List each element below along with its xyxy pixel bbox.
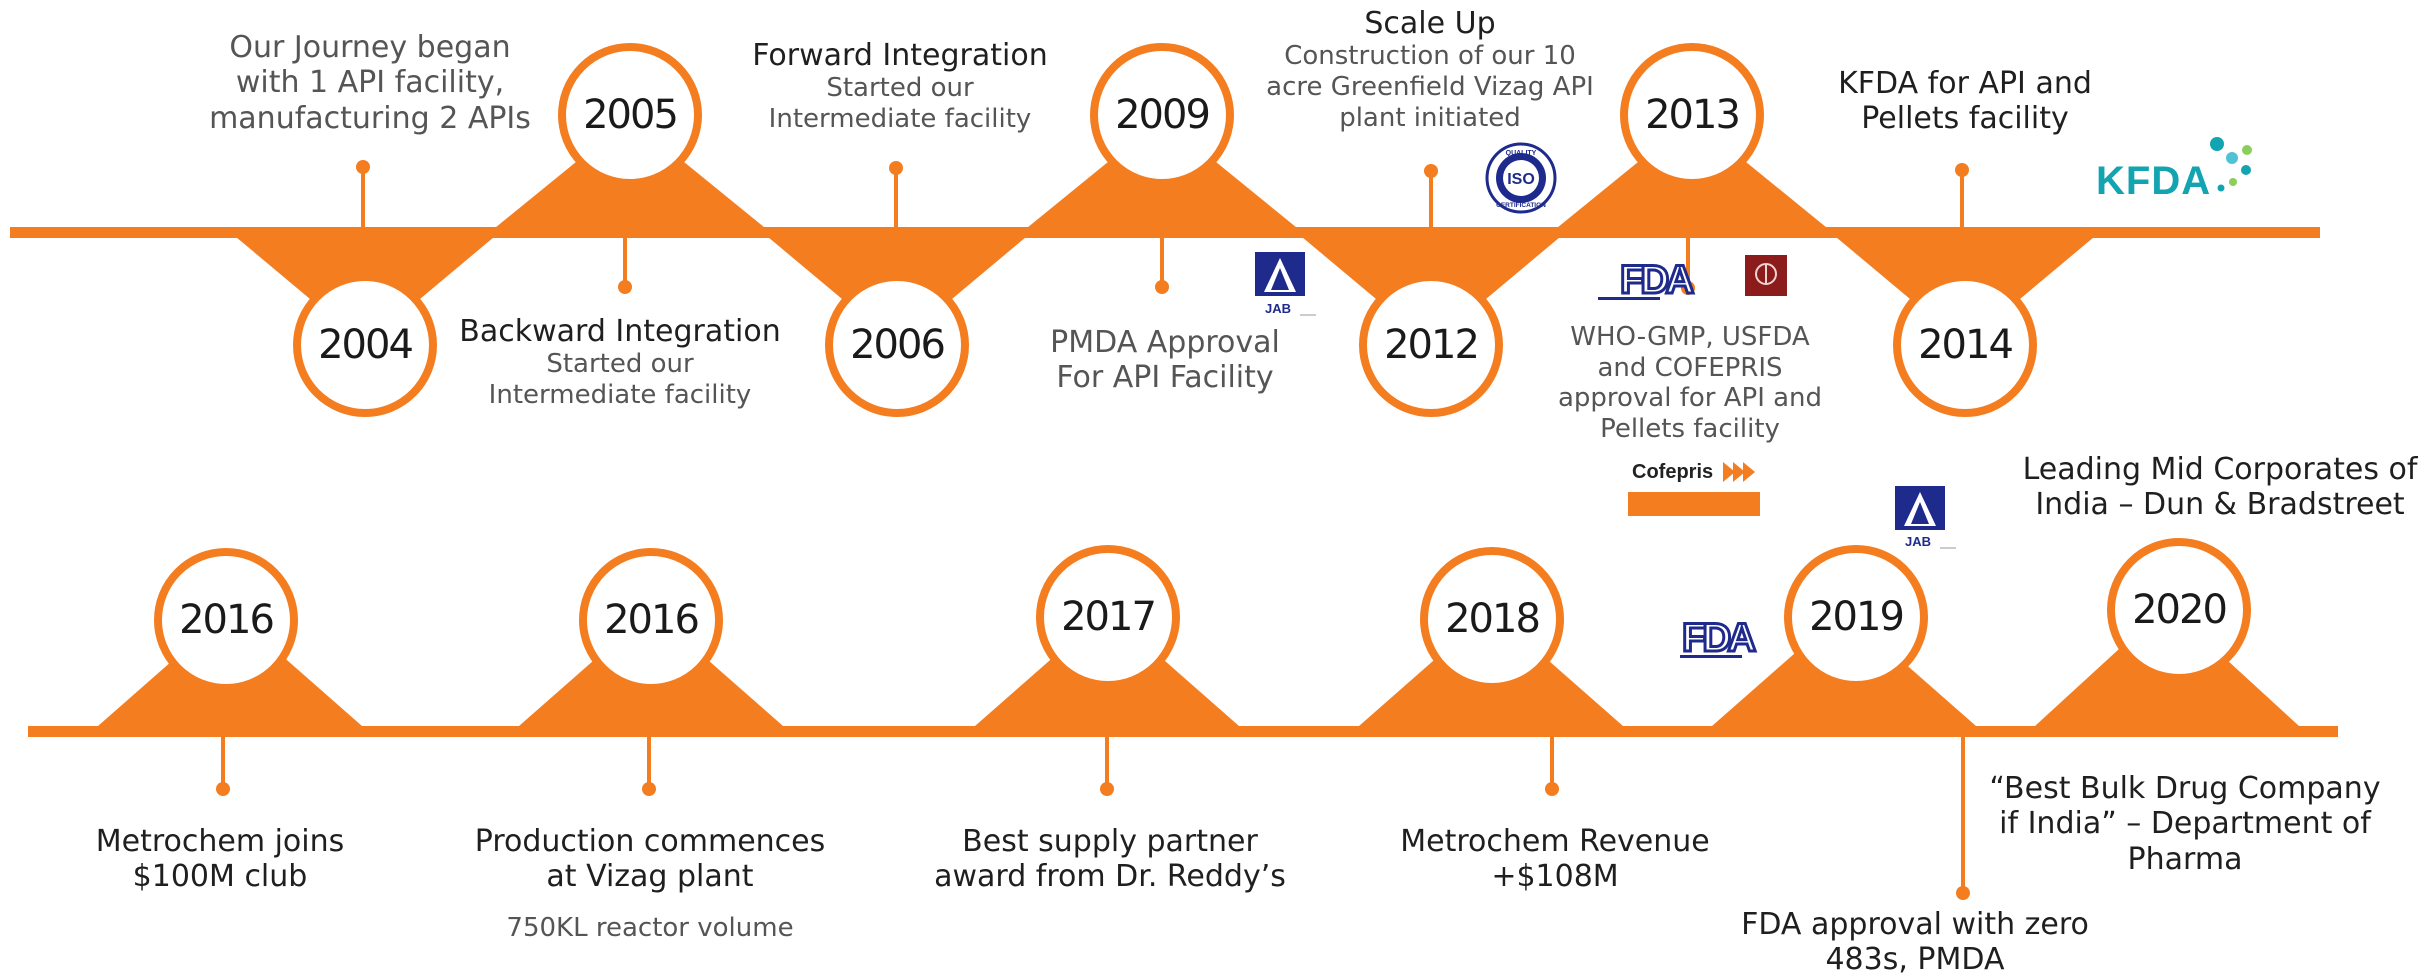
year-label-2018: 2018 bbox=[1445, 596, 1541, 642]
milestone-extra-award-text: “Best Bulk Drug Company if India” – Depa… bbox=[1989, 771, 2381, 877]
cofepris-logo: Cofepris bbox=[1628, 461, 1760, 516]
pin-2012-dot bbox=[1424, 164, 1438, 178]
milestone-2009-text: PMDA Approval For API Facility bbox=[1050, 325, 1280, 396]
pin-2016a-dot bbox=[216, 782, 230, 796]
timeline-bar-2 bbox=[28, 726, 2338, 737]
year-label-2013: 2013 bbox=[1645, 92, 1741, 138]
svg-text:FDA: FDA bbox=[1682, 616, 1755, 660]
svg-text:KFDA: KFDA bbox=[2096, 159, 2211, 203]
svg-text:Cofepris: Cofepris bbox=[1632, 461, 1713, 483]
svg-text:JAB: JAB bbox=[1265, 301, 1291, 316]
milestone-2018-text: Metrochem Revenue +$108M bbox=[1400, 824, 1710, 895]
milestone-2016b-text: Production commences at Vizag plant 750K… bbox=[474, 824, 826, 943]
jab-logo: JAB bbox=[1255, 252, 1316, 316]
kfda-logo: KFDA bbox=[2096, 137, 2252, 203]
year-label-2005: 2005 bbox=[583, 92, 679, 138]
milestone-2019-text: FDA approval with zero 483s, PMDA bbox=[1741, 907, 2089, 978]
node-2017-circle bbox=[1036, 545, 1180, 689]
year-label-2016b: 2016 bbox=[604, 597, 700, 643]
pin-2004-dot bbox=[356, 160, 370, 174]
milestone-2004-text: Our Journey began with 1 API facility, m… bbox=[209, 30, 531, 136]
year-label-2006: 2006 bbox=[850, 322, 946, 368]
milestone-2006-text: Forward Integration Started our Intermed… bbox=[752, 38, 1048, 135]
timeline-row-2 bbox=[28, 538, 2338, 900]
node-2012-circle bbox=[1359, 273, 1503, 417]
fda-logo-2: FDA bbox=[1680, 615, 1761, 662]
node-2013-circle bbox=[1620, 43, 1764, 187]
node-2016a-circle bbox=[154, 548, 298, 692]
who-logo bbox=[1745, 255, 1787, 296]
pin-2006-dot bbox=[889, 161, 903, 175]
pin-2018-dot bbox=[1545, 782, 1559, 796]
timeline-row-1 bbox=[10, 43, 2320, 417]
pin-2016b-dot bbox=[642, 782, 656, 796]
node-2004-circle bbox=[293, 273, 437, 417]
year-label-2009: 2009 bbox=[1115, 92, 1211, 138]
milestone-2005-text: Backward Integration Started our Interme… bbox=[459, 314, 781, 411]
year-label-2004: 2004 bbox=[318, 322, 414, 368]
year-label-2020: 2020 bbox=[2132, 587, 2228, 633]
node-2018-circle bbox=[1420, 547, 1564, 691]
svg-text:FDA: FDA bbox=[1620, 258, 1693, 302]
svg-text:CERTIFICATION: CERTIFICATION bbox=[1496, 202, 1546, 209]
milestone-2013-text: WHO-GMP, USFDA and COFEPRIS approval for… bbox=[1557, 322, 1823, 445]
node-2009-circle bbox=[1090, 43, 1234, 187]
milestone-2016a-text: Metrochem joins $100M club bbox=[95, 824, 345, 895]
svg-text:QUALITY: QUALITY bbox=[1506, 150, 1537, 157]
iso-certification-logo: ISO QUALITY CERTIFICATION bbox=[1485, 142, 1557, 214]
year-label-2019: 2019 bbox=[1809, 594, 1905, 640]
milestone-2012-text: Scale Up Construction of our 10 acre Gre… bbox=[1266, 6, 1594, 133]
milestone-2020-text: Leading Mid Corporates of India – Dun & … bbox=[2022, 452, 2418, 523]
node-2014-circle bbox=[1893, 273, 2037, 417]
year-label-2017: 2017 bbox=[1061, 594, 1157, 640]
timeline-bar-1 bbox=[10, 227, 2320, 238]
year-label-2016a: 2016 bbox=[179, 597, 275, 643]
year-label-2012: 2012 bbox=[1384, 322, 1480, 368]
pin-2009-dot bbox=[1155, 280, 1169, 294]
node-2019-circle bbox=[1784, 545, 1928, 689]
pin-2019-dot bbox=[1956, 886, 1970, 900]
node-2020-circle bbox=[2107, 538, 2251, 682]
node-2006-circle bbox=[825, 273, 969, 417]
fda-logo: FDA bbox=[1598, 257, 1699, 304]
year-label-2014: 2014 bbox=[1918, 322, 2014, 368]
jab-logo-2: JAB bbox=[1895, 486, 1956, 549]
milestone-2014-text: KFDA for API and Pellets facility bbox=[1838, 66, 2092, 137]
svg-text:JAB: JAB bbox=[1905, 534, 1931, 549]
node-2016b-circle bbox=[579, 548, 723, 692]
pin-2014-dot bbox=[1955, 163, 1969, 177]
svg-text:ISO: ISO bbox=[1507, 171, 1535, 188]
pin-2013-dot bbox=[1681, 281, 1695, 295]
pin-2017-dot bbox=[1100, 782, 1114, 796]
node-2005-circle bbox=[558, 43, 702, 187]
milestone-2017-text: Best supply partner award from Dr. Reddy… bbox=[934, 824, 1286, 895]
pin-2005-dot bbox=[618, 280, 632, 294]
